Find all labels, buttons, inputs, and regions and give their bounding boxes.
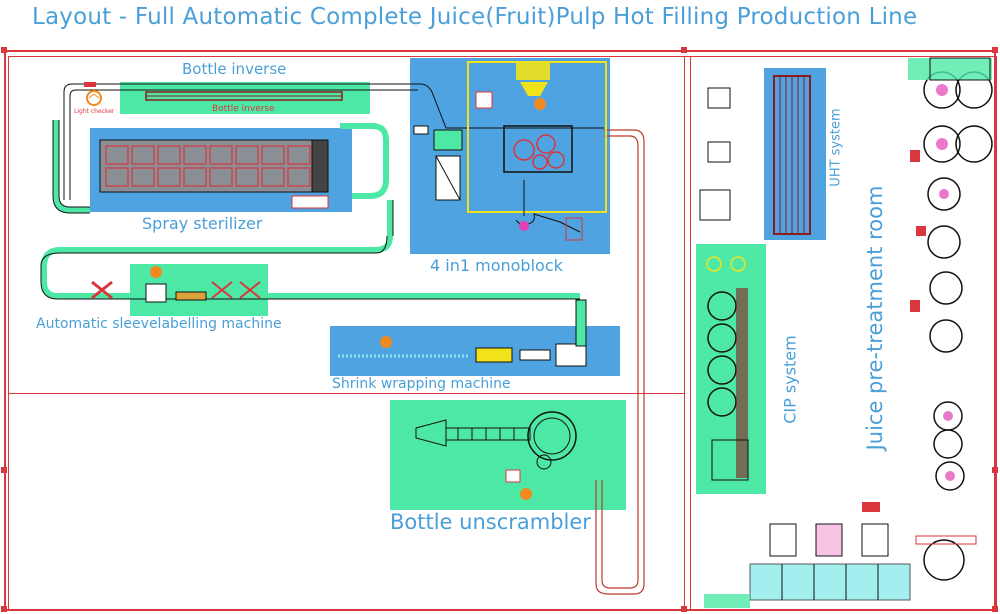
bottle-inverse-inner-label: Bottle inverse [212, 104, 275, 114]
light-checker-label: Light checker [74, 108, 115, 115]
monoblock-body [413, 61, 607, 241]
bottle-unscrambler-panel [390, 400, 626, 510]
cip-label: CIP system [780, 335, 800, 424]
pretreatment-label: Juice pre-treatment room [863, 185, 887, 451]
green-conveyor [41, 120, 580, 299]
sleeve-labeller-body [91, 266, 261, 303]
bottle-inverse-panel [120, 82, 370, 114]
conveyor-edges [40, 120, 580, 300]
pretreatment-body [704, 57, 993, 608]
bottle-unscrambler-label: Bottle unscrambler [390, 510, 591, 534]
spray-sterilizer-label: Spray sterilizer [142, 214, 263, 233]
conveyor-route [63, 83, 604, 200]
return-conveyor [595, 129, 645, 595]
diagram-title: Layout - Full Automatic Complete Juice(F… [32, 4, 918, 30]
cip-body [706, 256, 749, 481]
shrink-wrapper-body [338, 299, 587, 367]
spray-sterilizer-body [99, 139, 329, 209]
bottle-inverse-label: Bottle inverse [182, 60, 287, 78]
uht-body [699, 75, 811, 235]
unscrambler-body [415, 411, 577, 500]
shrink-wrapping-label: Shrink wrapping machine [332, 376, 511, 392]
monoblock-label: 4 in1 monoblock [430, 256, 563, 275]
light-checker [84, 82, 102, 106]
sleeve-labelling-label: Automatic sleevelabelling machine [36, 316, 282, 332]
uht-label: UHT system [828, 108, 844, 187]
